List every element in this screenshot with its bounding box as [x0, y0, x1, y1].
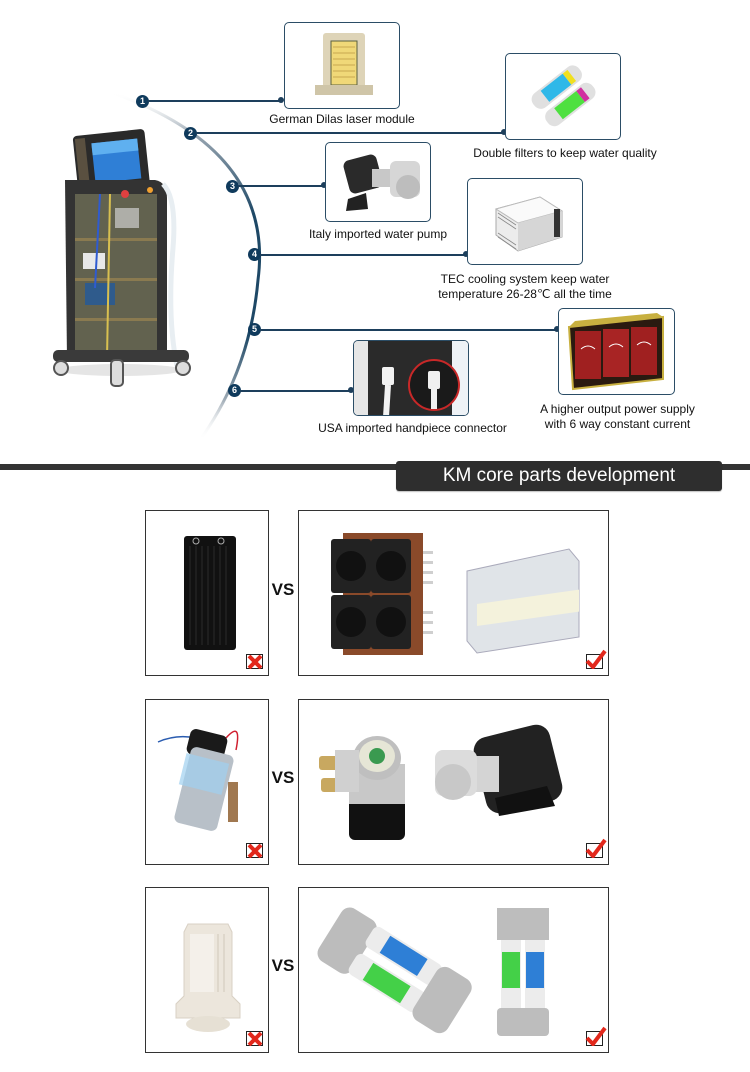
- vs-label: VS: [271, 580, 295, 599]
- new-part-box: [298, 887, 609, 1053]
- number-badge: 5: [248, 323, 261, 336]
- cross-mark-icon: [246, 843, 263, 859]
- vs-label: VS: [271, 956, 295, 975]
- connector-line: [240, 390, 351, 392]
- caption-line: temperature 26-28℃ all the time: [438, 287, 612, 301]
- tec-cooling-image: [467, 178, 583, 265]
- connector-dot: [554, 326, 560, 332]
- number-badge: 2: [184, 127, 197, 140]
- connector-line: [238, 185, 325, 187]
- feature-caption: Italy imported water pump: [308, 227, 448, 241]
- new-part-box: [298, 699, 609, 865]
- water-pump-image: [325, 142, 431, 222]
- section-title: KM core parts development: [396, 461, 722, 491]
- vs-label: VS: [271, 768, 295, 787]
- number-badge: 3: [226, 180, 239, 193]
- connector-line: [196, 132, 504, 134]
- number-badge: 1: [136, 95, 149, 108]
- number-badge: 4: [248, 248, 261, 261]
- old-part-box: [145, 510, 269, 676]
- connector-dot: [501, 129, 507, 135]
- new-part-box: [298, 510, 609, 676]
- caption-line: A higher output power supply: [540, 402, 695, 416]
- feature-caption: Double filters to keep water quality: [473, 146, 657, 160]
- feature-caption: TEC cooling system keep water temperatur…: [420, 272, 630, 302]
- connector-dot: [278, 97, 284, 103]
- feature-caption: A higher output power supply with 6 way …: [515, 402, 720, 432]
- old-part-box: [145, 699, 269, 865]
- laser-module-image: [284, 22, 400, 109]
- section-divider: [0, 464, 750, 470]
- double-filters-image: [505, 53, 621, 140]
- laser-machine-image: [45, 128, 195, 398]
- power-supply-image: [558, 308, 675, 395]
- check-mark-icon: [585, 838, 607, 858]
- handpiece-connector-image: [353, 340, 469, 416]
- connector-dot: [321, 182, 327, 188]
- old-part-box: [145, 887, 269, 1053]
- caption-line: TEC cooling system keep water: [440, 272, 610, 286]
- connector-line: [260, 254, 466, 256]
- connector-dot: [463, 251, 469, 257]
- number-badge: 6: [228, 384, 241, 397]
- cross-mark-icon: [246, 1031, 263, 1047]
- connector-line: [148, 100, 281, 102]
- check-mark-icon: [585, 649, 607, 669]
- connector-dot: [348, 387, 354, 393]
- cross-mark-icon: [246, 654, 263, 670]
- caption-line: with 6 way constant current: [544, 417, 691, 431]
- feature-caption: USA imported handpiece connector: [318, 421, 507, 435]
- connector-line: [260, 329, 557, 331]
- feature-caption: German Dilas laser module: [269, 112, 415, 126]
- check-mark-icon: [585, 1026, 607, 1046]
